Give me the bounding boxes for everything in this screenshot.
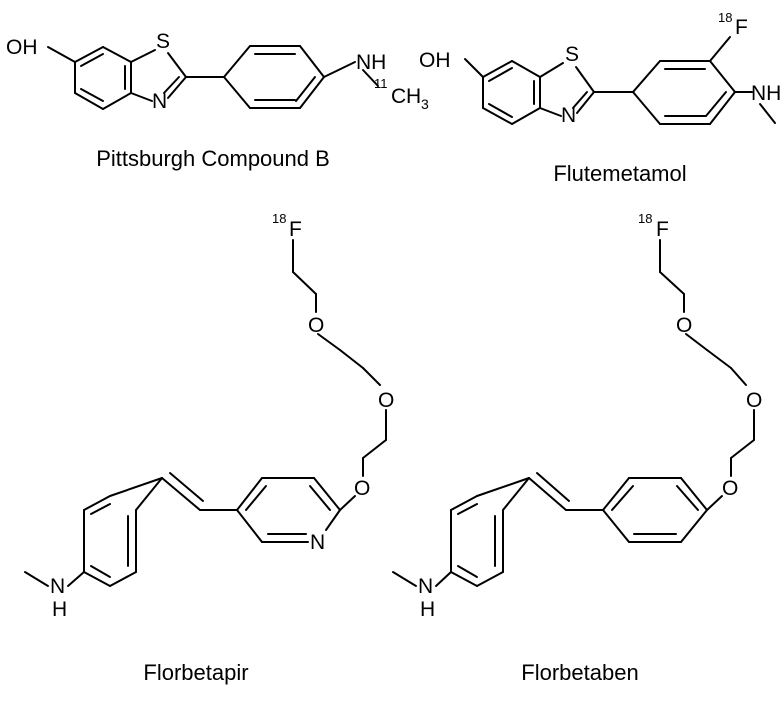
isotope-label: 11 <box>374 76 388 91</box>
structure-florbetaben: 18 F O O O N H Florbetaben <box>392 211 762 685</box>
atom-o2: O <box>746 389 762 412</box>
atom-n: N <box>561 104 576 127</box>
structure-flutemetamol: OH S N 18 F NH Flutemetamol <box>419 10 781 186</box>
compound-name-florbetaben: Florbetaben <box>521 660 638 685</box>
isotope-label: 18 <box>718 10 732 25</box>
atom-s: S <box>156 30 170 53</box>
atom-o3: O <box>354 477 370 500</box>
atom-s: S <box>565 43 579 66</box>
atom-o2: O <box>378 389 394 412</box>
atom-h: H <box>406 85 421 108</box>
compound-name-florbetapir: Florbetapir <box>143 660 248 685</box>
bonds-florbetapir <box>24 239 387 587</box>
atom-nh: NH <box>751 82 781 105</box>
atom-n: N <box>152 90 167 113</box>
atom-o3: O <box>722 477 738 500</box>
atom-nh: NH <box>356 51 386 74</box>
atom-oh: OH <box>419 49 451 72</box>
atom-o1: O <box>308 314 324 337</box>
atom-f: F <box>735 16 748 39</box>
bonds-pib <box>47 45 379 110</box>
atom-n-pyridine: N <box>310 531 325 554</box>
isotope-label: 18 <box>272 211 286 226</box>
atom-c: C <box>391 85 406 108</box>
structure-florbetapir: 18 F O O O N N H Florbetapir <box>24 211 394 685</box>
atom-f: F <box>289 218 302 241</box>
bonds-flutemetamol <box>464 36 776 125</box>
isotope-label: 18 <box>638 211 652 226</box>
atom-nh-n: N <box>50 575 65 598</box>
atom-f: F <box>656 218 669 241</box>
atom-nh-h: H <box>420 598 435 621</box>
compound-name-flutemetamol: Flutemetamol <box>553 161 686 186</box>
subscript-3: 3 <box>421 96 429 112</box>
atom-nh-n: N <box>418 575 433 598</box>
atom-nh-h: H <box>52 598 67 621</box>
atom-oh: OH <box>6 36 38 59</box>
atom-o1: O <box>676 314 692 337</box>
structure-pittsburgh-compound-b: OH S N NH 11 C H 3 Pittsburgh Compound B <box>6 30 429 171</box>
compound-name-pib: Pittsburgh Compound B <box>96 146 330 171</box>
bonds-florbetaben <box>392 239 755 587</box>
